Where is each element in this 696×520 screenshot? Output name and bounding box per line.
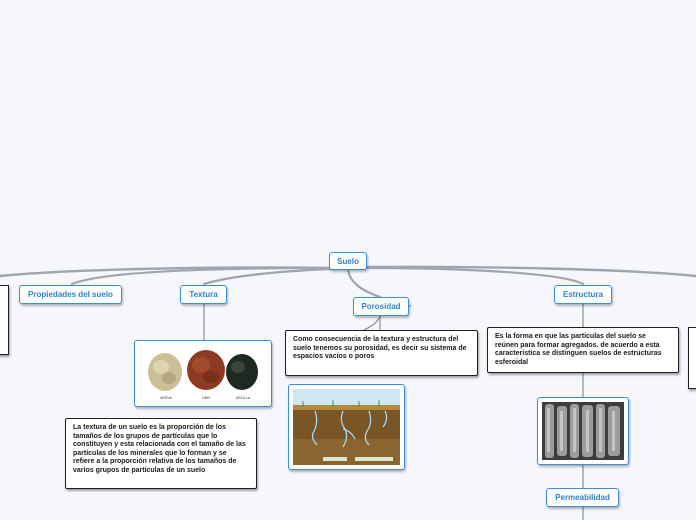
topic-permeabilidad[interactable]: Permeabilidad [546,488,619,507]
caption-limo: LIMO [202,396,211,400]
image-soil-texture-samples[interactable]: ARENA LIMO ARCILLA [134,340,272,407]
image-soil-porosity-diagram[interactable] [288,384,405,470]
central-topic-suelo[interactable]: Suelo [329,252,367,270]
topic-estructura[interactable]: Estructura [554,285,612,304]
topic-porosidad[interactable]: Porosidad [353,297,409,316]
topic-propiedades-del-suelo[interactable]: Propiedades del suelo [19,285,122,304]
caption-arcilla: ARCILLA [236,396,251,400]
edge-note-right [688,327,696,389]
soil-structure-graphic [542,402,624,460]
edge-note-left [0,285,9,355]
note-textura[interactable]: La textura de un suelo es la proporción … [65,418,257,489]
note-estructura[interactable]: Es la forma en que las partículas del su… [487,327,679,373]
topic-textura[interactable]: Textura [180,285,227,304]
porosity-graphic [293,389,400,465]
note-porosidad[interactable]: Como consecuencia de la textura y estruc… [285,330,478,376]
caption-arena: ARENA [160,396,172,400]
image-soil-structure-photo[interactable] [537,397,629,465]
soil-samples-graphic: ARENA LIMO ARCILLA [139,345,267,402]
